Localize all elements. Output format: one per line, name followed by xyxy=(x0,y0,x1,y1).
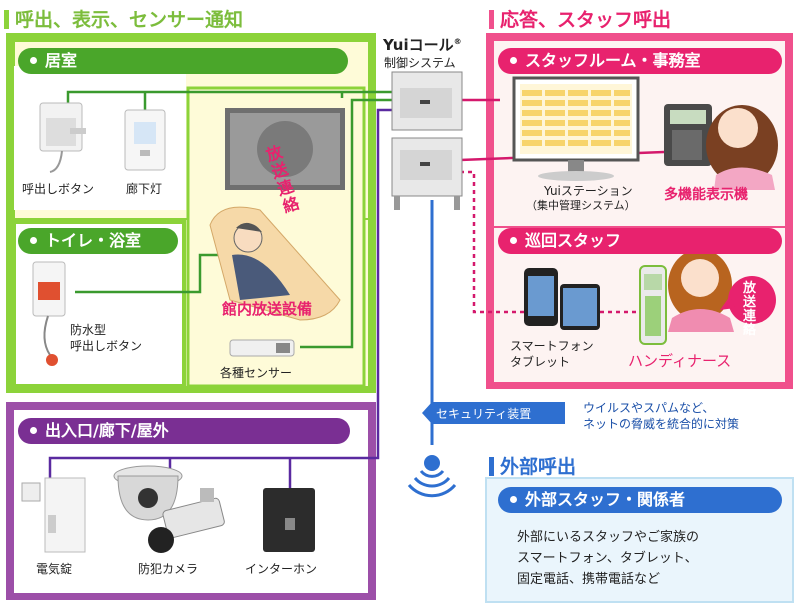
phone-label: 多機能表示機 xyxy=(664,187,748,203)
control-brand-reg: ® xyxy=(453,37,462,46)
handy-nurse-label: ハンディナース xyxy=(628,352,732,370)
entrance-pill: 出入口/廊下/屋外 xyxy=(18,418,350,444)
antenna-dot xyxy=(424,455,440,471)
response-section-title-text: 応答、スタッフ呼出 xyxy=(500,9,672,31)
waterproof-button-icon xyxy=(32,261,66,366)
external-desc: 外部にいるスタッフやご家族の スマートフォン、タブレット、 固定電話、携帯電話な… xyxy=(517,530,700,587)
nurse-woman-icon xyxy=(668,249,734,332)
control-subtitle: 制御システム xyxy=(384,56,456,70)
hall-light-icon xyxy=(124,109,166,171)
staff-room-pill: スタッフルーム・事務室 xyxy=(498,48,782,74)
intercom-icon xyxy=(263,488,315,552)
broadcast-label: 館内放送設備 xyxy=(222,300,313,318)
sensor-icon xyxy=(229,339,295,357)
smartphone-tablet-icon xyxy=(524,268,600,330)
hall-light-label: 廊下灯 xyxy=(126,182,163,196)
external-section-title-text: 外部呼出 xyxy=(500,456,577,478)
call-button-icon xyxy=(39,102,86,173)
control-server-icon xyxy=(391,71,463,210)
security-label: セキュリティ装置 xyxy=(436,407,532,421)
security-note: ウイルスやスパムなど、 ネットの脅威を統合的に対策 xyxy=(583,401,740,431)
living-room-label: 居室 xyxy=(45,51,78,70)
toilet-label: トイレ・浴室 xyxy=(45,231,142,250)
living-room-pill: 居室 xyxy=(18,48,348,74)
desk-phone-icon xyxy=(664,104,712,166)
monitor-icon xyxy=(512,76,640,181)
speaker-icon xyxy=(225,108,345,190)
call-section-title: 呼出、表示、センサー通知 xyxy=(4,5,243,32)
sensor-label: 各種センサー xyxy=(220,366,293,380)
devices-label: スマートフォン タブレット xyxy=(510,339,594,369)
staff-woman-icon xyxy=(706,105,778,190)
staff-room-label: スタッフルーム・事務室 xyxy=(525,51,701,70)
call-button-label: 呼出しボタン xyxy=(22,182,95,196)
external-staff-label: 外部スタッフ・関係者 xyxy=(525,490,686,509)
external-section-title: 外部呼出 xyxy=(489,452,576,479)
call-section-title-text: 呼出、表示、センサー通知 xyxy=(15,9,244,31)
toilet-pill: トイレ・浴室 xyxy=(18,228,178,254)
entrance-label: 出入口/廊下/屋外 xyxy=(45,421,169,440)
intercom-label: インターホン xyxy=(245,562,318,576)
external-staff-pill: 外部スタッフ・関係者 xyxy=(498,487,782,513)
handy-nurse-icon xyxy=(639,265,667,345)
patrol-pill: 巡回スタッフ xyxy=(498,228,782,254)
response-section-title: 応答、スタッフ呼出 xyxy=(489,5,671,32)
station-label: Yuiステーション xyxy=(544,184,633,198)
resident-figure-icon xyxy=(209,206,341,321)
control-brand-text: Yuiコール xyxy=(383,36,454,54)
security-camera-label: 防犯カメラ xyxy=(138,562,199,576)
electric-lock-label: 電気錠 xyxy=(36,562,73,576)
station-sublabel: （集中管理システム） xyxy=(526,199,636,212)
security-arrow xyxy=(422,402,565,424)
patrol-label: 巡回スタッフ xyxy=(525,231,622,250)
security-camera-icon xyxy=(113,465,225,553)
electric-lock-icon xyxy=(21,477,86,553)
speech-bubble-icon xyxy=(720,276,776,324)
control-brand: Yuiコール® xyxy=(383,34,462,55)
green-wiring xyxy=(66,90,392,349)
bubble-text: 放送 連絡 xyxy=(743,281,757,338)
waterproof-button-label: 防水型 呼出しボタン xyxy=(70,323,143,353)
